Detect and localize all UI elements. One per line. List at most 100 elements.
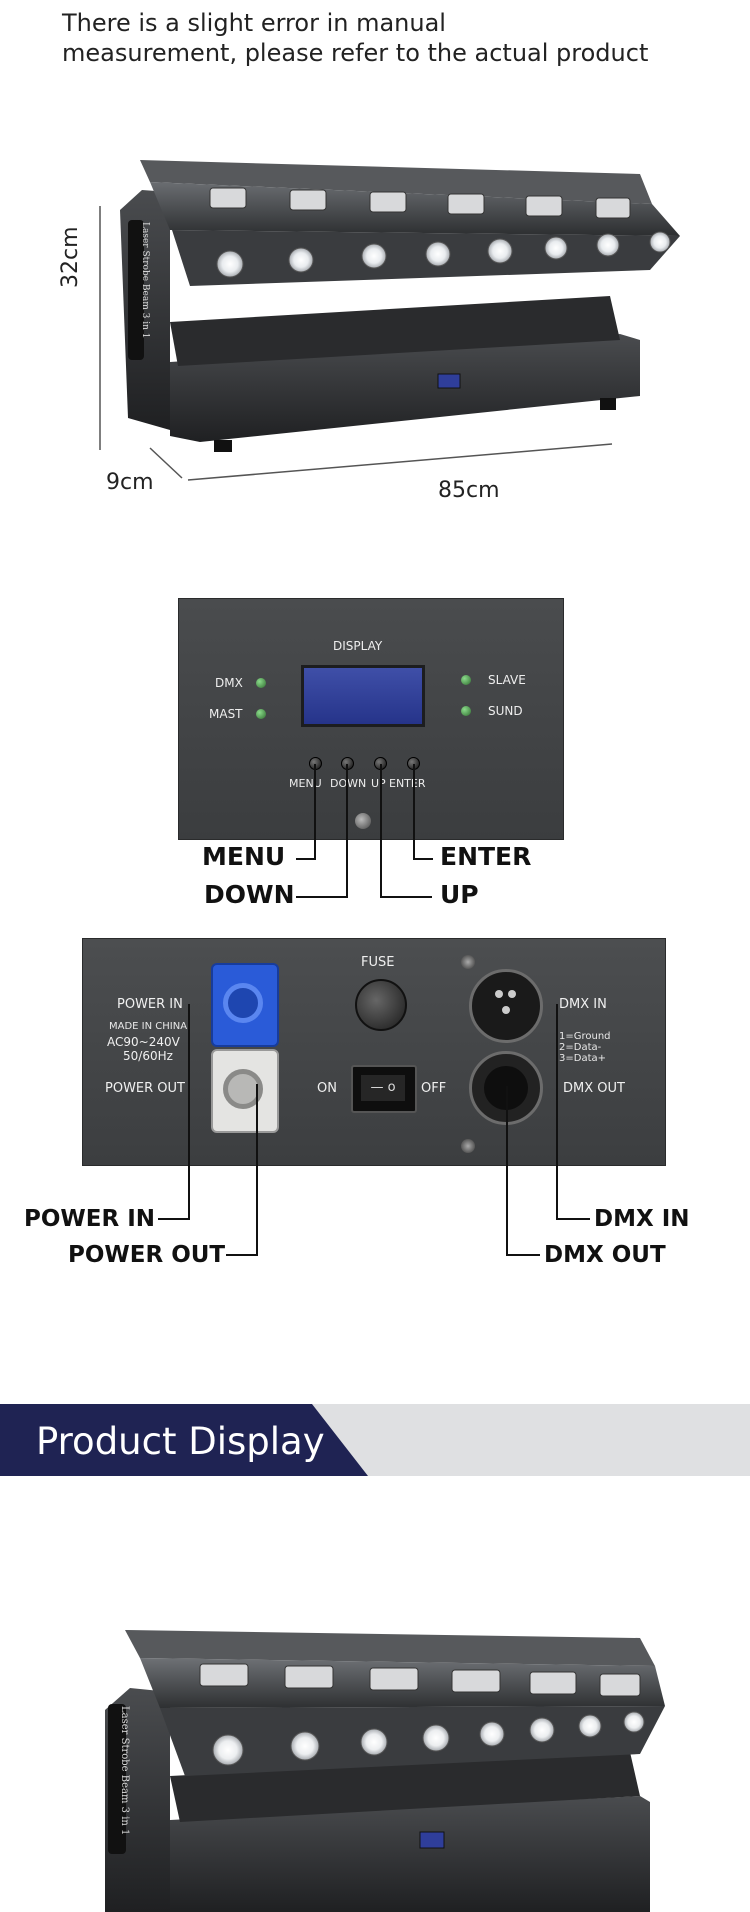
enter-button-label: ENTER [389,777,426,790]
menu-callout-line [314,764,316,860]
switch-off-label: OFF [421,1081,447,1096]
fixture-laser-bar [150,182,680,236]
led-lens [290,1731,320,1761]
laser-module [369,1667,419,1691]
product-top-housing [125,1630,655,1666]
indicator-slave-label: SLAVE [488,673,526,687]
led-lens [216,250,244,278]
length-dimension-line [187,443,613,481]
laser-module [529,1671,577,1695]
laser-module [284,1665,334,1689]
power-in-callout-line [188,1004,190,1220]
dmx-out-callout-line [506,1086,508,1256]
fixture-base [170,334,640,442]
power-in-callout-tick [158,1218,190,1220]
product-side-label-text: Laser Strobe Beam 3 in 1 [119,1706,130,1836]
product-display-title: Product Display [36,1420,325,1463]
voltage-label: AC90~240V [107,1035,180,1049]
pin-3-legend: 3=Data+ [559,1053,606,1064]
up-callout: UP [440,880,479,909]
indicator-dmx-label: DMX [215,676,243,690]
fixture-top-housing [140,160,652,204]
fuse-holder-icon[interactable] [355,979,407,1031]
power-out-callout-tick [226,1254,258,1256]
indicator-dmx-led-icon [256,678,266,688]
dmx-out-callout: DMX OUT [544,1242,666,1268]
made-in-label: MADE IN CHINA [109,1021,188,1032]
power-in-connector[interactable] [211,963,279,1047]
led-lens [487,238,513,264]
dmx-in-label: DMX IN [559,997,607,1012]
fixture-dimension-drawing [99,160,680,481]
laser-module [209,187,247,209]
banner-title-block [0,1404,368,1476]
laser-module [451,1669,501,1693]
menu-callout-tick [296,858,316,860]
side-label-plate [108,1704,126,1854]
led-lens [422,1724,450,1752]
indicator-sund-label: SUND [488,704,523,718]
led-lens [360,1728,388,1756]
screw-icon [461,955,475,969]
height-label: 32cm [58,226,83,288]
product-gap [170,1752,640,1822]
note-line-2: measurement, please refer to the actual … [62,39,649,67]
led-lens [529,1717,555,1743]
pin-icon [495,990,503,998]
power-in-label: POWER IN [117,997,183,1012]
menu-callout: MENU [202,842,286,871]
laser-module [525,195,563,217]
down-callout-tick [296,896,348,898]
led-lens [578,1714,602,1738]
measurement-note: There is a slight error in manual measur… [62,8,702,68]
led-lens [479,1721,505,1747]
frequency-label: 50/60Hz [123,1049,173,1063]
dmx-in-callout-tick [556,1218,590,1220]
led-lens [649,231,671,253]
laser-module [599,1673,641,1697]
pin-icon [502,1006,510,1014]
switch-on-label: ON [317,1081,337,1096]
product-base [170,1796,650,1912]
led-lens [288,247,314,273]
down-callout-line [346,764,348,898]
up-callout-line [380,764,382,898]
power-switch[interactable]: — o [351,1065,417,1113]
up-button-label: UP [371,777,386,790]
side-label-plate [128,220,144,360]
fixture-foot [214,440,232,452]
indicator-sund-led-icon [461,706,471,716]
dmx-out-label: DMX OUT [563,1081,625,1096]
power-in-callout: POWER IN [24,1206,156,1232]
pin-1-legend: 1=Ground [559,1031,611,1042]
led-lens [361,243,387,269]
product-display-image [105,1630,665,1912]
power-out-connector[interactable] [211,1049,279,1133]
power-out-callout: POWER OUT [68,1242,226,1268]
power-out-label: POWER OUT [105,1081,185,1096]
dmx-in-callout: DMX IN [594,1206,690,1232]
rear-connector-panel: POWER IN MADE IN CHINA AC90~240V 50/60Hz… [82,938,666,1166]
led-lens [212,1734,244,1766]
enter-callout: ENTER [440,842,532,871]
laser-module [595,197,631,219]
side-label-text: Laser Strobe Beam 3 in 1 [140,222,150,339]
dmx-out-callout-tick [506,1254,540,1256]
indicator-mast-label: MAST [209,707,243,721]
base-display [419,1831,445,1849]
pin-2-legend: 2=Data- [559,1042,602,1053]
dmx-in-connector[interactable] [469,969,543,1043]
lcd-display [301,665,425,727]
laser-module [447,193,485,215]
enter-callout-line [413,764,415,860]
down-button-label: DOWN [330,777,367,790]
base-display [437,373,461,389]
enter-callout-tick [413,858,433,860]
depth-label: 9cm [106,470,154,495]
control-panel: DISPLAY DMX MAST SLAVE SUND MENU DOWN UP… [178,598,564,840]
screw-icon [461,1139,475,1153]
laser-module [199,1663,249,1687]
note-line-1: There is a slight error in manual [62,9,446,37]
down-callout: DOWN [204,880,295,909]
led-lens [623,1711,645,1733]
